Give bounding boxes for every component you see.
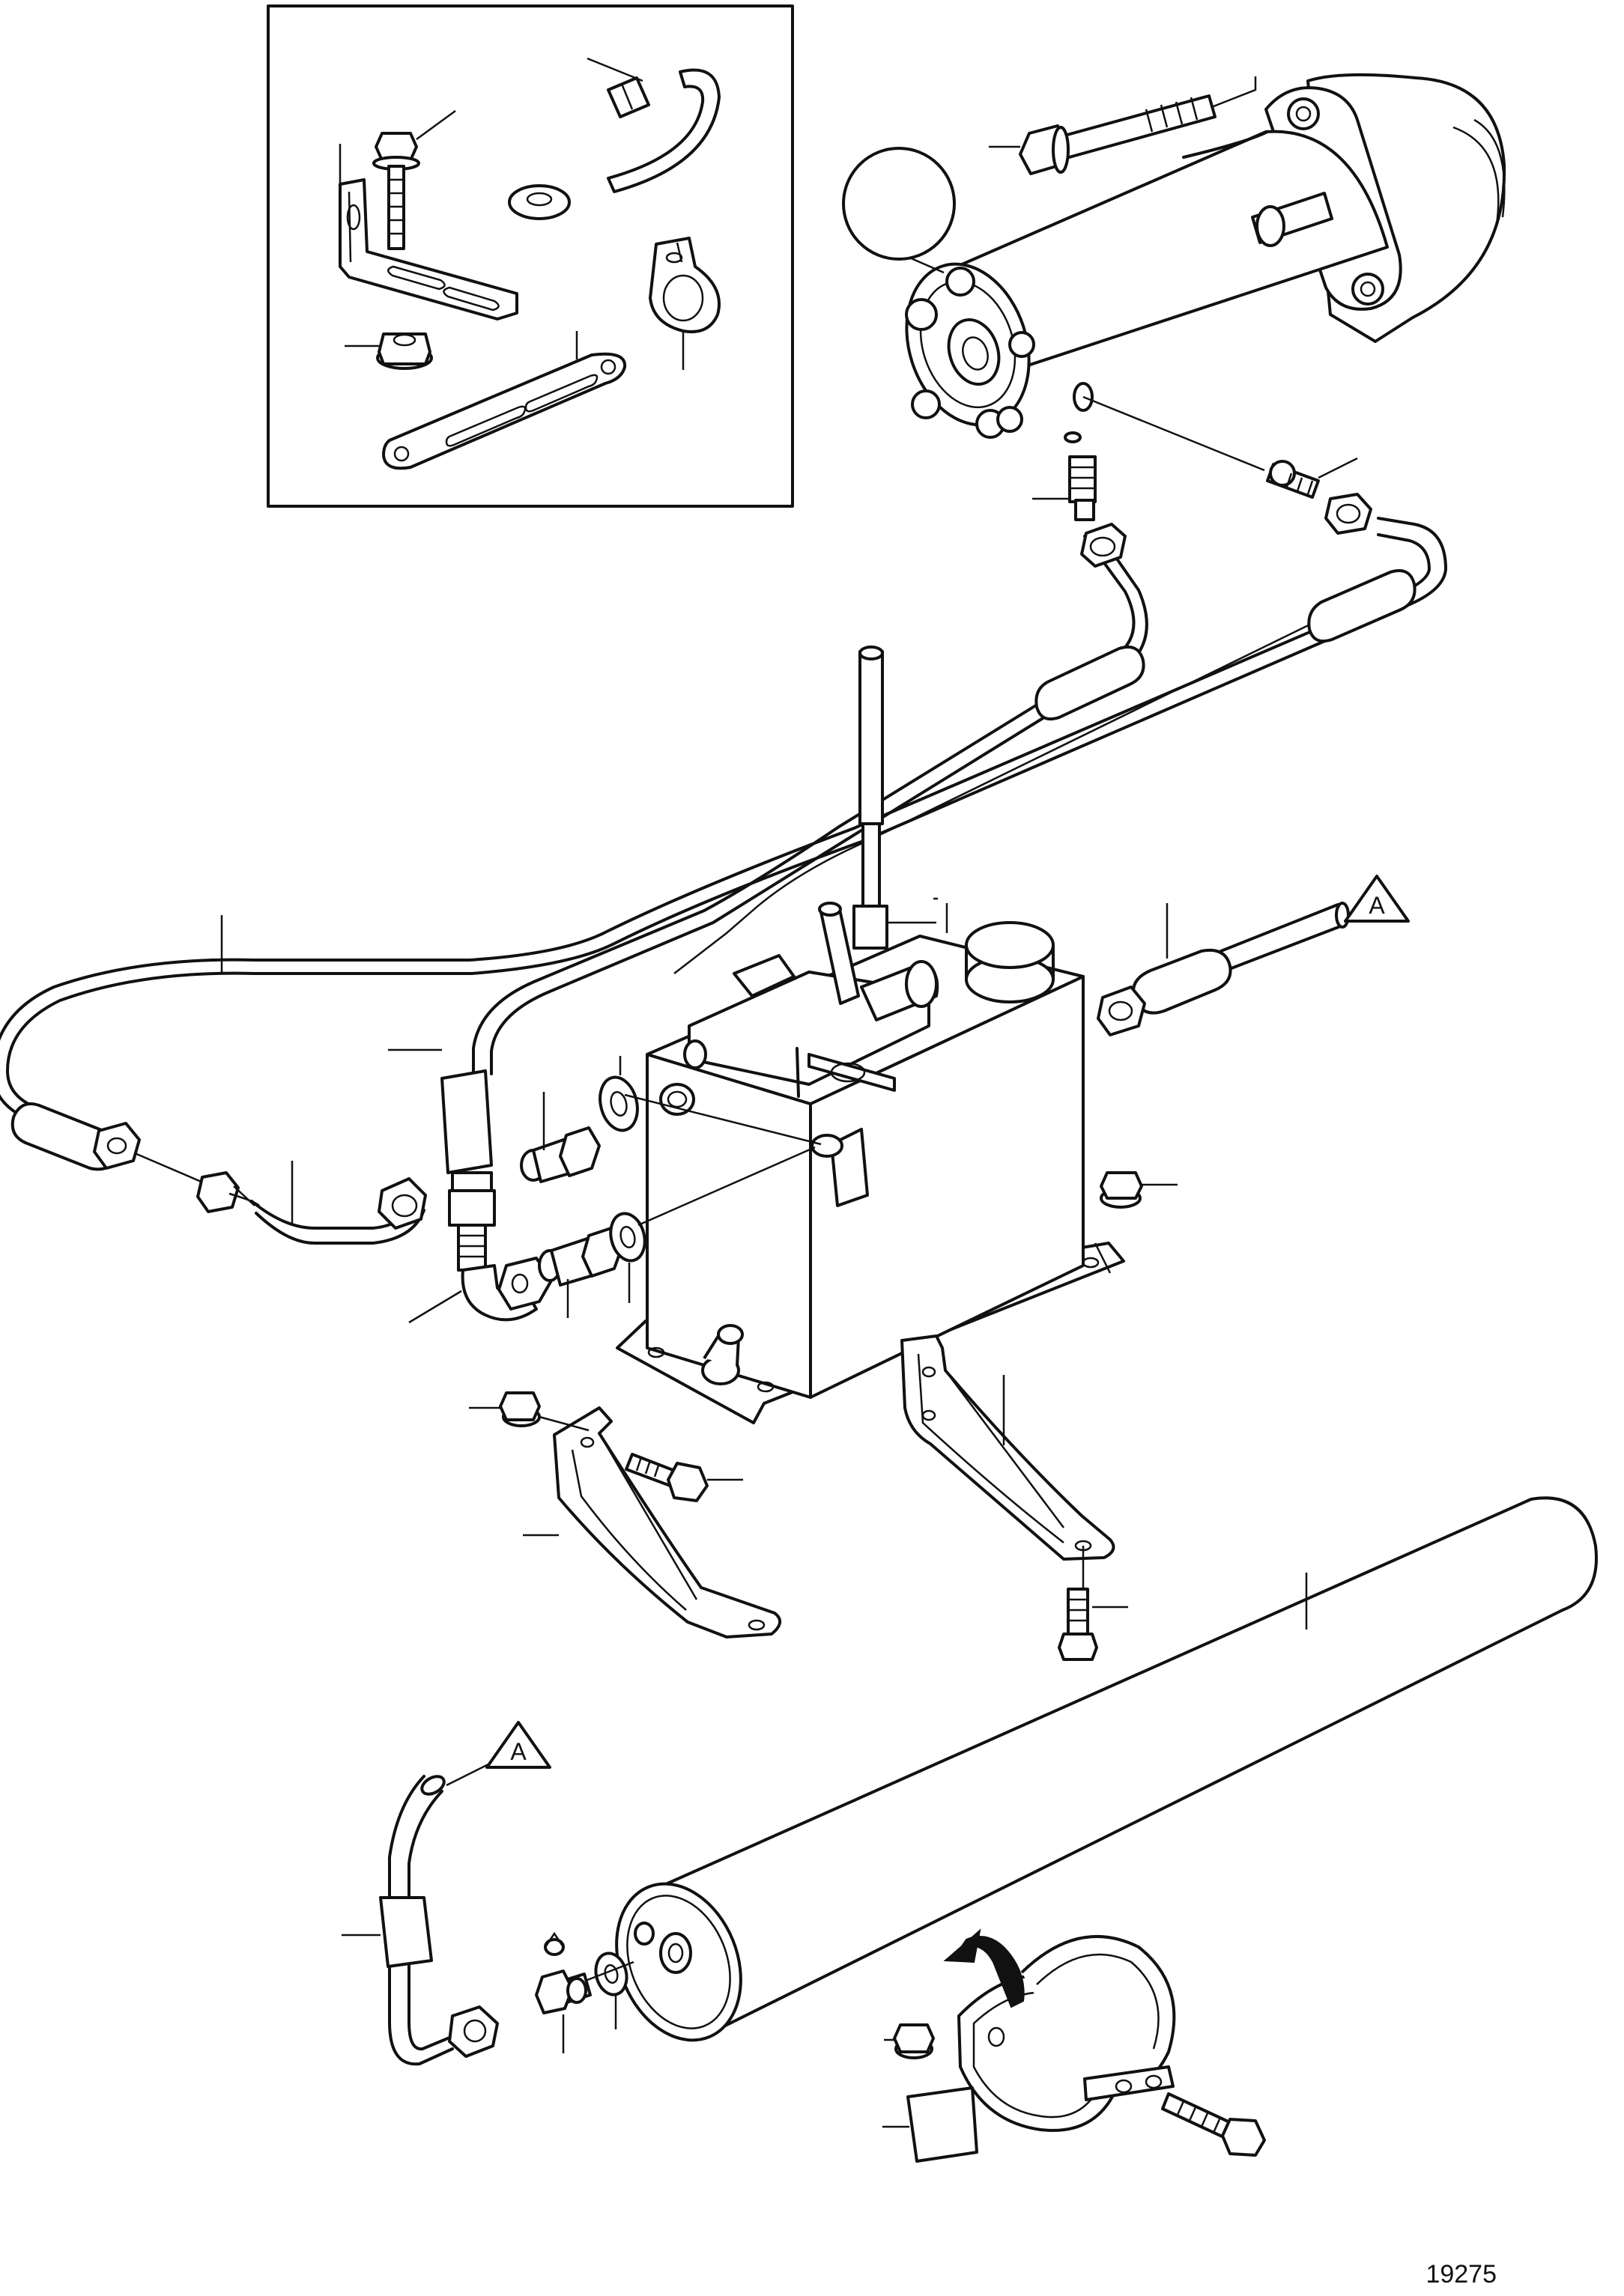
left-line-connector-nut (196, 1171, 260, 1213)
inset-p-clamp (649, 237, 721, 333)
tank-flange-nut (1100, 1171, 1143, 1209)
reference-triangle-A-top: A (1344, 875, 1410, 923)
inset-flange-bolt (372, 132, 420, 250)
line-nut-motor-left (1080, 523, 1127, 568)
motor-port-fitting-left (1068, 455, 1097, 521)
reference-triangle-A-bottom: A (485, 1721, 551, 1769)
hydraulic-line-upper-a (472, 535, 1148, 1075)
accumulator-fitting-nut (535, 1931, 592, 2014)
elbow-fitting (461, 1257, 553, 1322)
figure-reference-number: 19275 (1425, 2260, 1497, 2289)
accumulator-cylinder (615, 1496, 1598, 2042)
vertical-pipe (852, 646, 888, 950)
tank-support-bracket-left (553, 1406, 781, 1639)
line-from-reference-A-bottom (379, 1775, 499, 2066)
inset-angle-bracket (339, 178, 518, 321)
reference-letter-a-top: A (1369, 892, 1385, 919)
center-left-line-fittings (440, 1069, 496, 1272)
left-short-pipe (250, 1177, 427, 1245)
accumulator-washer (594, 1952, 628, 1996)
inset-flat-strap (382, 352, 627, 470)
line-to-reference-A-right (1097, 902, 1350, 1036)
clamp-bolt (1161, 2092, 1266, 2157)
bracket-flange-nut (499, 1391, 541, 1427)
inset-washer (508, 184, 571, 220)
hydraulic-line-upper-c (673, 601, 1357, 974)
line-nut-motor-right (1324, 493, 1372, 535)
callout-circle (842, 147, 956, 274)
reference-letter-a-bottom: A (510, 1738, 527, 1765)
adapter-fitting-lower (538, 1227, 623, 1287)
inset-flange-nut (376, 332, 433, 370)
cylinder-clamp-assembly (906, 1934, 1176, 2163)
motor-port-fitting-right (1266, 460, 1320, 499)
bracket-bottom-bolt (1058, 1588, 1098, 1661)
hose-sleeve-2 (1307, 569, 1417, 643)
adapter-fitting-upper (520, 1126, 601, 1183)
washer-lower (609, 1212, 646, 1263)
pump-motor (905, 73, 1506, 443)
clamp-flange-nut (893, 2023, 935, 2059)
inset-parts-panel (267, 4, 794, 508)
inset-cable-tie (607, 68, 721, 193)
rotation-arrow-icon (943, 1928, 1025, 2008)
left-line-fitting-sleeve (10, 1102, 141, 1171)
bracket-bolt (625, 1453, 709, 1502)
hydraulic-reservoir (616, 902, 1125, 1424)
motor-mounting-bolt (1019, 94, 1217, 175)
hose-sleeve-1 (1034, 646, 1145, 721)
washer-upper (599, 1075, 639, 1132)
tank-support-bracket-right (900, 1334, 1115, 1561)
